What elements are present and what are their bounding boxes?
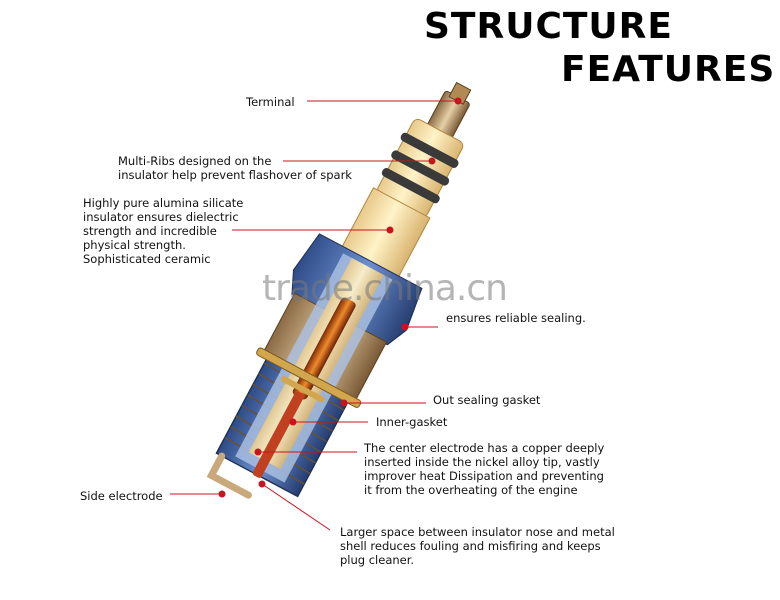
side-electrode — [206, 452, 252, 499]
label-terminal: Terminal — [246, 95, 295, 109]
label-inner-gasket: Inner-gasket — [376, 415, 448, 429]
leader-lines — [170, 97, 462, 531]
label-alumina-insulator: Highly pure alumina silicate insulator e… — [83, 196, 244, 266]
out-sealing-gasket — [256, 347, 362, 408]
label-out-sealing-gasket: Out sealing gasket — [433, 393, 541, 407]
watermark: trade.china.cn — [262, 268, 508, 309]
label-multi-ribs: Multi-Ribs designed on the insulator hel… — [118, 154, 352, 182]
label-sealing: ensures reliable sealing. — [446, 311, 586, 325]
title-structure: STRUCTURE — [424, 6, 673, 47]
label-larger-space: Larger space between insulator nose and … — [340, 525, 615, 567]
label-side-electrode: Side electrode — [80, 489, 163, 503]
title-features: FEATURES — [561, 49, 776, 90]
center-electrode — [252, 391, 305, 478]
spark-plug — [206, 81, 472, 499]
inner-gasket — [280, 375, 325, 403]
label-center-electrode: The center electrode has a copper deeply… — [364, 441, 605, 497]
